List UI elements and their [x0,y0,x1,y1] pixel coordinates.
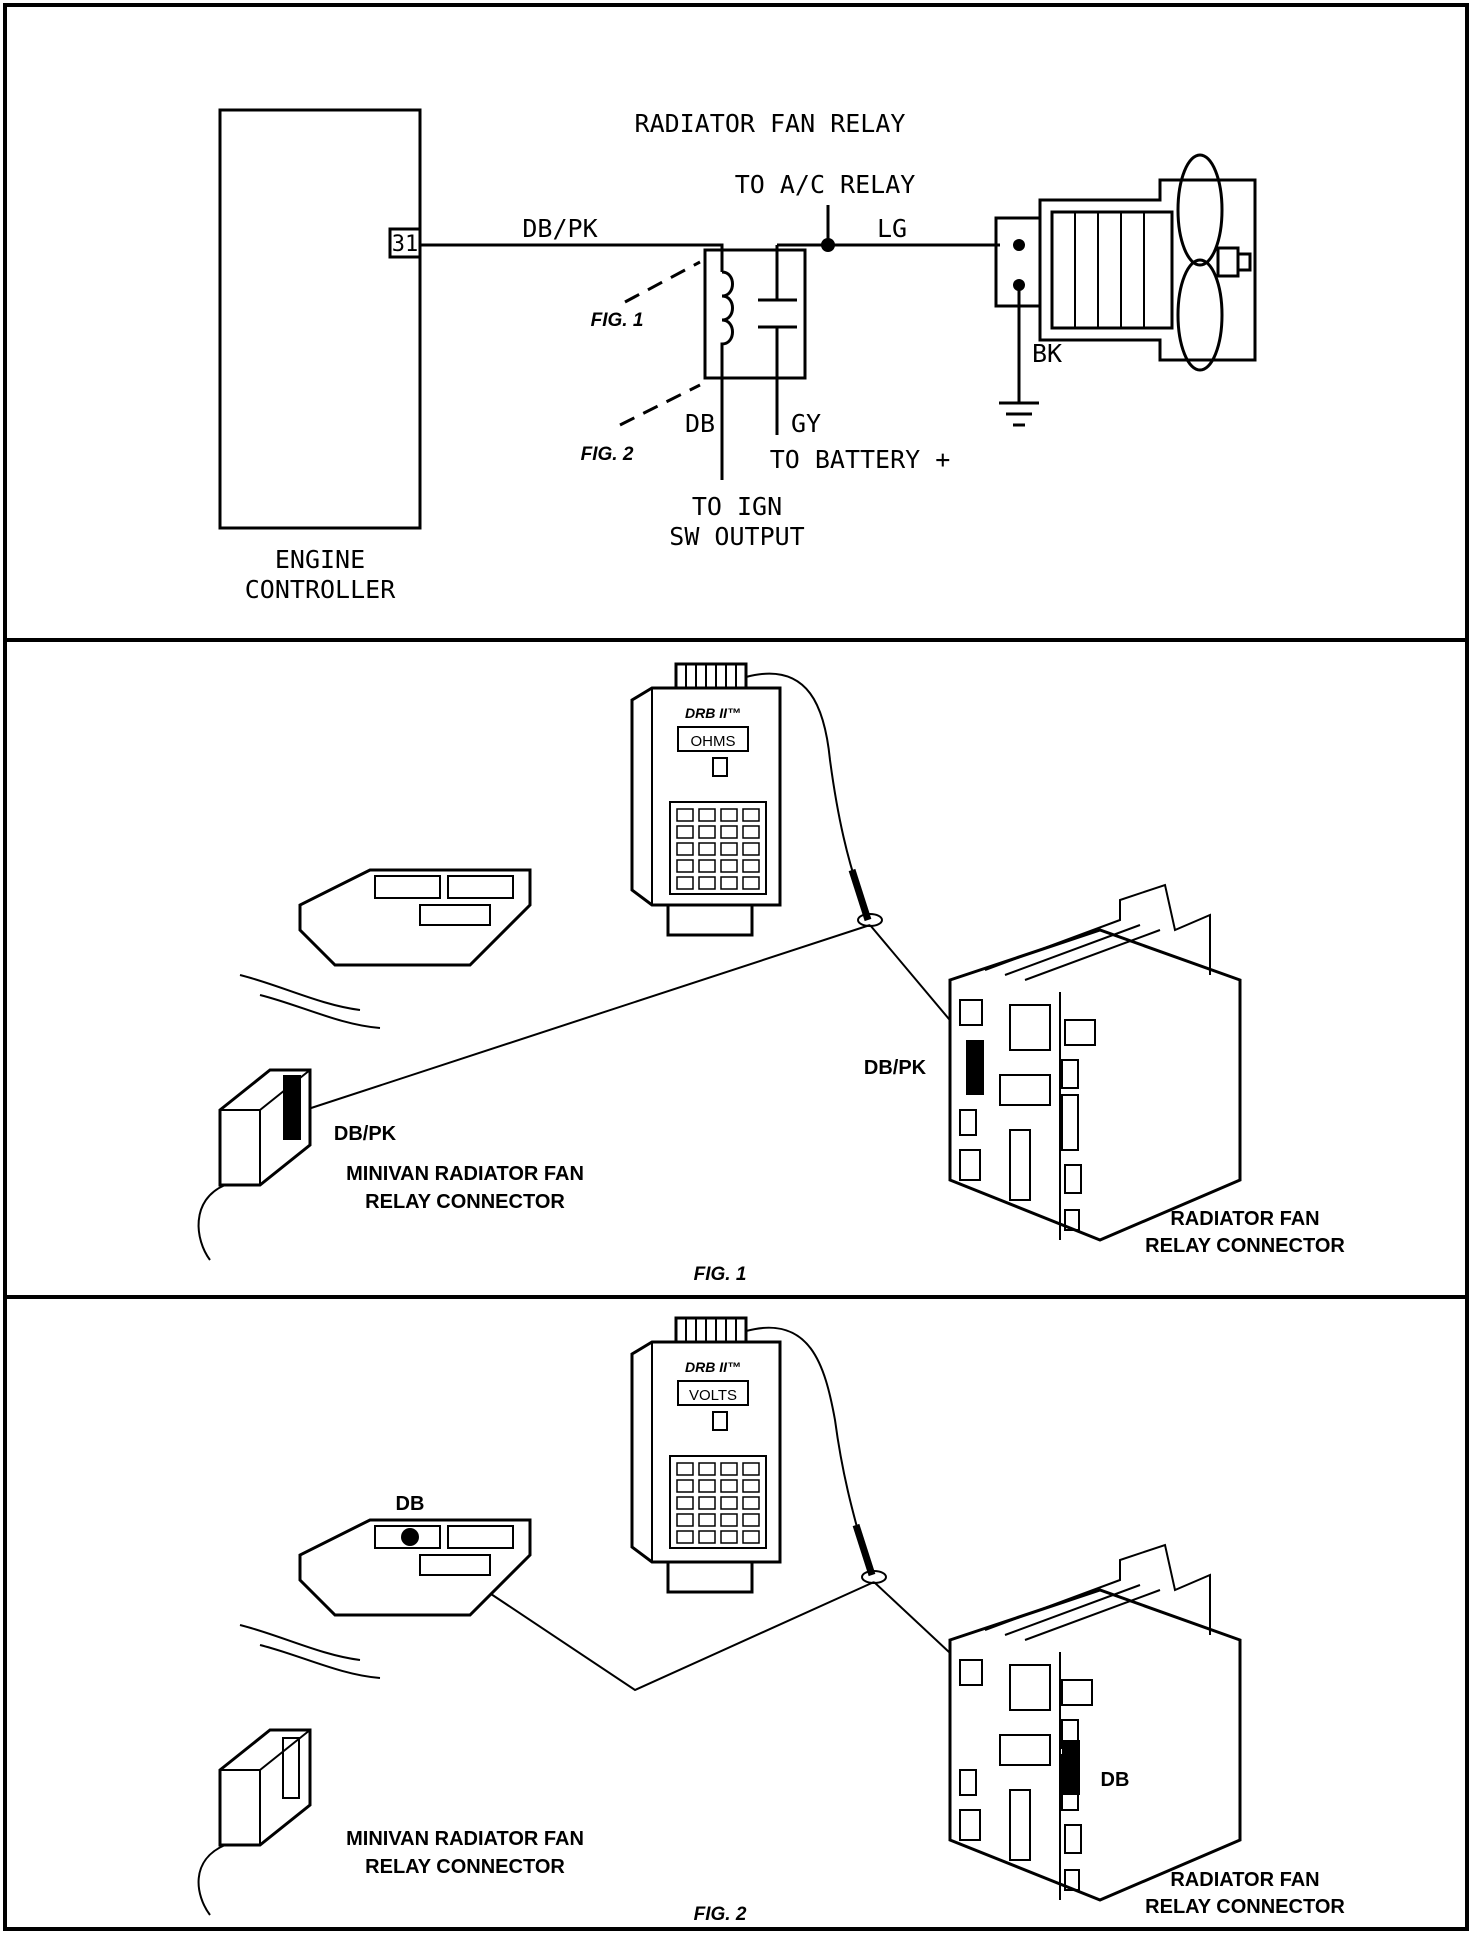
fig1-minivan-label-1: MINIVAN RADIATOR FAN [346,1163,584,1185]
fig2-db-terminal-dot [401,1528,419,1546]
fig2-drb-tester: DRB II™ VOLTS [630,1316,782,1594]
fig1-ref-label: FIG. 1 [591,310,644,331]
fig2-display-text: VOLTS [689,1387,737,1404]
fig1-wire-label-left: DB/PK [334,1123,397,1145]
fig2-tester-brand: DRB II™ [685,1359,741,1375]
fig2-panel: DRB II™ VOLTS [197,1316,1345,1925]
fig1-relay-label-2: RELAY CONNECTOR [1145,1235,1345,1257]
relay-coil [720,250,734,378]
wire-db-pk [420,243,724,250]
fig1-minivan-connector-lower [197,1068,312,1261]
controller-label-2: CONTROLLER [245,575,396,604]
label-db: DB [685,409,715,438]
schematic-panel: 31 RADIATOR FAN RELAY TO A/C RELAY DB/PK… [218,108,1257,604]
fan-motor [994,153,1257,372]
fig1-jumper-wire [304,924,871,1111]
fig1-minivan-connector-upper [239,868,532,1029]
fig2-caption: FIG. 2 [694,1904,747,1925]
fig1-wire-label-right: DB/PK [864,1057,927,1079]
label-bk: BK [1032,339,1062,368]
fig1-panel: DRB II™ OHMS [197,662,1345,1285]
outer-frame [3,3,1469,1931]
fig2-minivan-connector-upper [239,1518,532,1679]
label-to-battery: TO BATTERY + [770,445,951,474]
label-to-ign-1: TO IGN [692,492,782,521]
fig2-probe-handle [852,1523,876,1577]
fig2-lead-cable [745,1326,867,1561]
fig1-leader [624,260,701,304]
fig1-relay-label-1: RADIATOR FAN [1170,1208,1319,1230]
pin-number: 31 [392,232,419,257]
fig2-minivan-connector-lower [197,1728,312,1916]
label-to-ac-relay: TO A/C RELAY [735,170,916,199]
fig2-relay-label-2: RELAY CONNECTOR [1145,1896,1345,1918]
label-lg: LG [877,214,907,243]
fig2-minivan-label-1: MINIVAN RADIATOR FAN [346,1828,584,1850]
controller-label-1: ENGINE [275,545,365,574]
fig2-relay-connector-block [948,1543,1242,1902]
fig2-minivan-label-2: RELAY CONNECTOR [365,1856,565,1878]
label-gy: GY [791,409,821,438]
fig1-display-text: OHMS [691,733,736,750]
fig2-leader [619,383,701,427]
fig2-relay-label-1: RADIATOR FAN [1170,1869,1319,1891]
fig1-relay-db-pk-terminal [966,1040,984,1095]
fig2-wire-label-left: DB [396,1493,425,1515]
schematic-title: RADIATOR FAN RELAY [635,109,906,138]
fig1-lead-cable [745,672,861,896]
label-db-pk: DB/PK [522,214,597,243]
pin-31-box [388,227,422,259]
engine-controller-box [218,108,422,530]
label-to-ign-2: SW OUTPUT [669,522,804,551]
fig1-caption: FIG. 1 [694,1264,747,1285]
fig1-db-pk-terminal [283,1075,301,1140]
fig1-minivan-label-2: RELAY CONNECTOR [365,1191,565,1213]
fig1-probe-handle [848,868,872,922]
fig1-tester-brand: DRB II™ [685,705,741,721]
fig1-drb-tester: DRB II™ OHMS [630,662,782,937]
fig1-relay-connector-block [948,883,1242,1242]
fig2-ref-label: FIG. 2 [581,444,634,465]
fig2-relay-db-terminal [1062,1740,1080,1795]
fig2-wire-label-right: DB [1101,1769,1130,1791]
relay-body [703,248,807,380]
ground-symbol [999,401,1039,427]
